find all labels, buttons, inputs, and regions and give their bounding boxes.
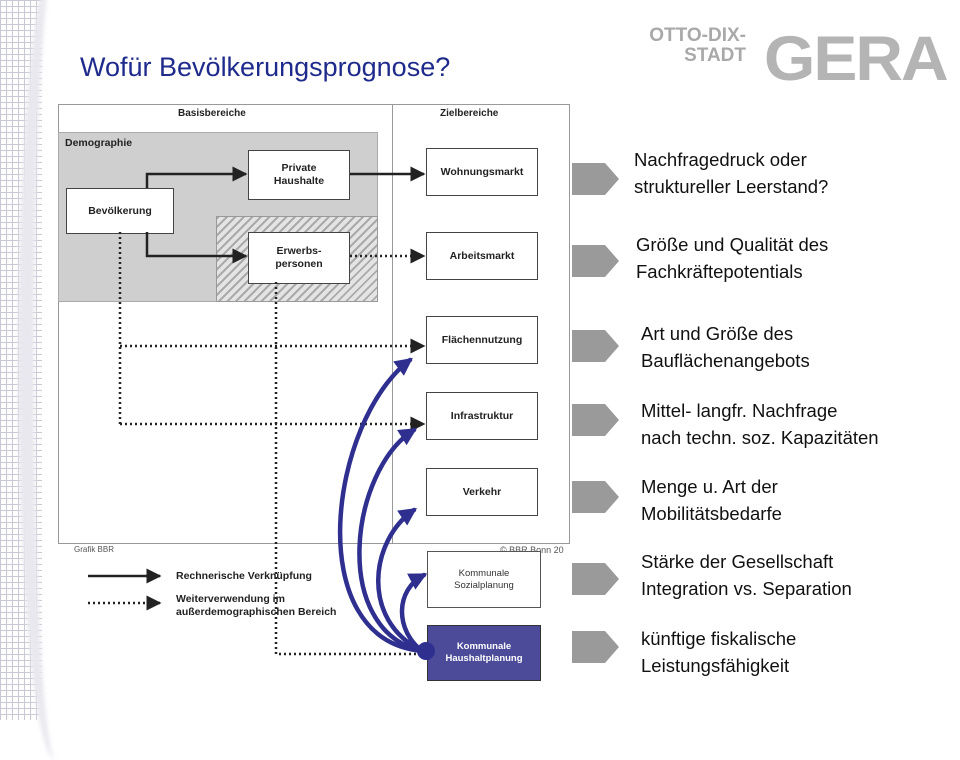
- target-text-4: Mittel- langfr. Nachfrage nach techn. so…: [641, 400, 879, 448]
- box-wohnungsmarkt: Wohnungsmarkt: [426, 148, 538, 196]
- target-arrow-6: [572, 563, 619, 595]
- box-verkehr: Verkehr: [426, 468, 538, 516]
- diagram-connectors: [88, 163, 619, 663]
- arrow-bev-to-haushalte: [145, 166, 248, 188]
- dotted-erwerb-to-haushalt: [274, 282, 420, 656]
- curve-to-infra: [357, 427, 425, 654]
- box-kommunale-haushaltplanung: Kommunale Haushaltplanung: [427, 625, 541, 681]
- target-arrow-2: [572, 245, 619, 277]
- box-kommunale-sozialplanung: Kommunale Sozialplanung: [427, 551, 541, 608]
- target-text-6: Stärke der Gesellschaft Integration vs. …: [641, 551, 852, 599]
- box-arbeitsmarkt: Arbeitsmarkt: [426, 232, 538, 280]
- demographie-label: Demographie: [65, 137, 133, 149]
- box-erwerbspersonen: Erwerbs- personen: [248, 232, 350, 284]
- target-text-5: Menge u. Art der Mobilitätsbedarfe: [641, 476, 782, 524]
- target-text-7: künftige fiskalische Leistungsfähigkeit: [641, 628, 797, 676]
- curve-to-flaechen: [338, 357, 425, 654]
- logo-gera-text: GERA: [764, 22, 949, 94]
- ziel-header: Zielbereiche: [440, 108, 499, 119]
- curve-origin-dot: [417, 642, 435, 660]
- target-text-3: Art und Größe des Bauflächenangebots: [641, 323, 810, 371]
- copyright-note: © BBR Bonn 20: [500, 545, 564, 555]
- box-infrastruktur: Infrastruktur: [426, 392, 538, 440]
- curve-to-sozial: [399, 572, 428, 654]
- curve-to-verkehr: [376, 507, 425, 654]
- target-arrow-1: [572, 163, 619, 195]
- legend-solid-label: Rechnerische Verknüpfung: [176, 570, 312, 582]
- gera-logo: OTTO-DIX- STADT GERA: [636, 23, 948, 96]
- arrow-bev-to-erwerb: [145, 232, 248, 264]
- logo-city-text: OTTO-DIX- STADT: [649, 25, 746, 66]
- box-private-haushalte: Private Haushalte: [248, 150, 350, 200]
- source-note: Grafik BBR: [74, 545, 115, 554]
- target-arrow-7: [572, 631, 619, 663]
- box-flaechennutzung: Flächennutzung: [426, 316, 538, 364]
- target-arrow-5: [572, 481, 619, 513]
- target-arrow-4: [572, 404, 619, 436]
- basis-header: Basisbereiche: [178, 108, 246, 119]
- target-text-1: Nachfragedruck oder struktureller Leerst…: [634, 149, 829, 197]
- target-arrow-3: [572, 330, 619, 362]
- box-bevoelkerung: Bevölkerung: [66, 188, 174, 234]
- page-title: Wofür Bevölkerungsprognose?: [80, 52, 451, 82]
- target-text-2: Größe und Qualität des Fachkräftepotenti…: [636, 234, 829, 282]
